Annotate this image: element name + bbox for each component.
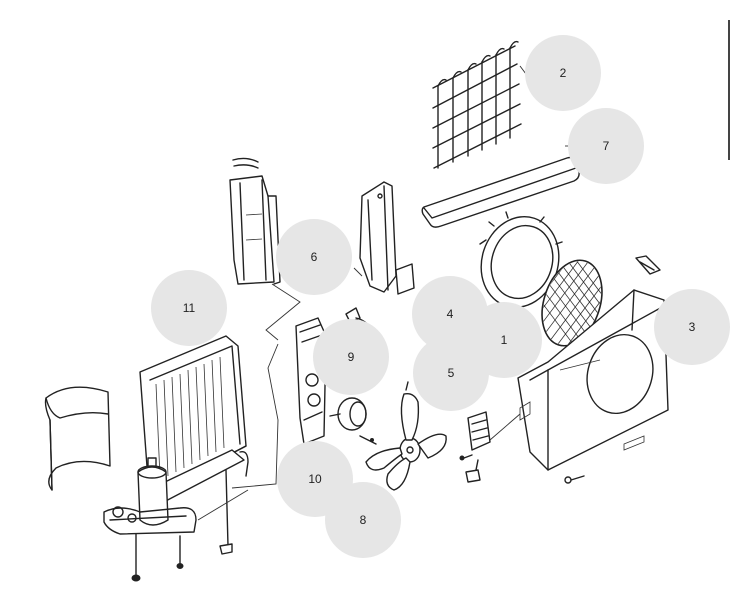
callout-label-11: 11: [183, 301, 196, 315]
callout-3: 3: [654, 289, 730, 365]
callout-label-9: 9: [348, 350, 355, 364]
part-fan-motor-drawing: [329, 397, 377, 445]
part-fan-grille-drawing: [533, 253, 611, 353]
callout-label-10: 10: [308, 472, 322, 486]
callout-label-2: 2: [560, 66, 567, 80]
callout-2: 2: [525, 35, 601, 111]
callout-label-6: 6: [311, 250, 318, 264]
callout-label-8: 8: [360, 513, 367, 527]
callout-label-5: 5: [448, 366, 455, 380]
leader-lines: [197, 65, 601, 521]
part-terminal-block-drawing: [459, 411, 491, 483]
part-top-cover-drawing: [421, 156, 580, 228]
callout-label-4: 4: [447, 307, 454, 321]
part-propeller-fan-drawing: [365, 381, 447, 491]
callout-5: 5: [413, 335, 489, 411]
callout-7: 7: [568, 108, 644, 184]
callout-label-7: 7: [603, 139, 610, 153]
callout-label-1: 1: [501, 333, 508, 347]
callout-label-3: 3: [689, 320, 696, 334]
callout-8: 8: [325, 482, 401, 558]
callout-6: 6: [276, 219, 352, 295]
part-partition-panel-drawing: [359, 181, 415, 295]
callout-9: 9: [313, 319, 389, 395]
part-front-cabinet-drawing: [517, 255, 669, 484]
part-wire-guard-drawing: [432, 40, 522, 169]
callout-11: 11: [151, 270, 227, 346]
part-compressor-drawing: [103, 457, 197, 582]
part-side-panel-drawing: [229, 157, 281, 285]
part-insulation-sheet-drawing: [44, 386, 111, 491]
